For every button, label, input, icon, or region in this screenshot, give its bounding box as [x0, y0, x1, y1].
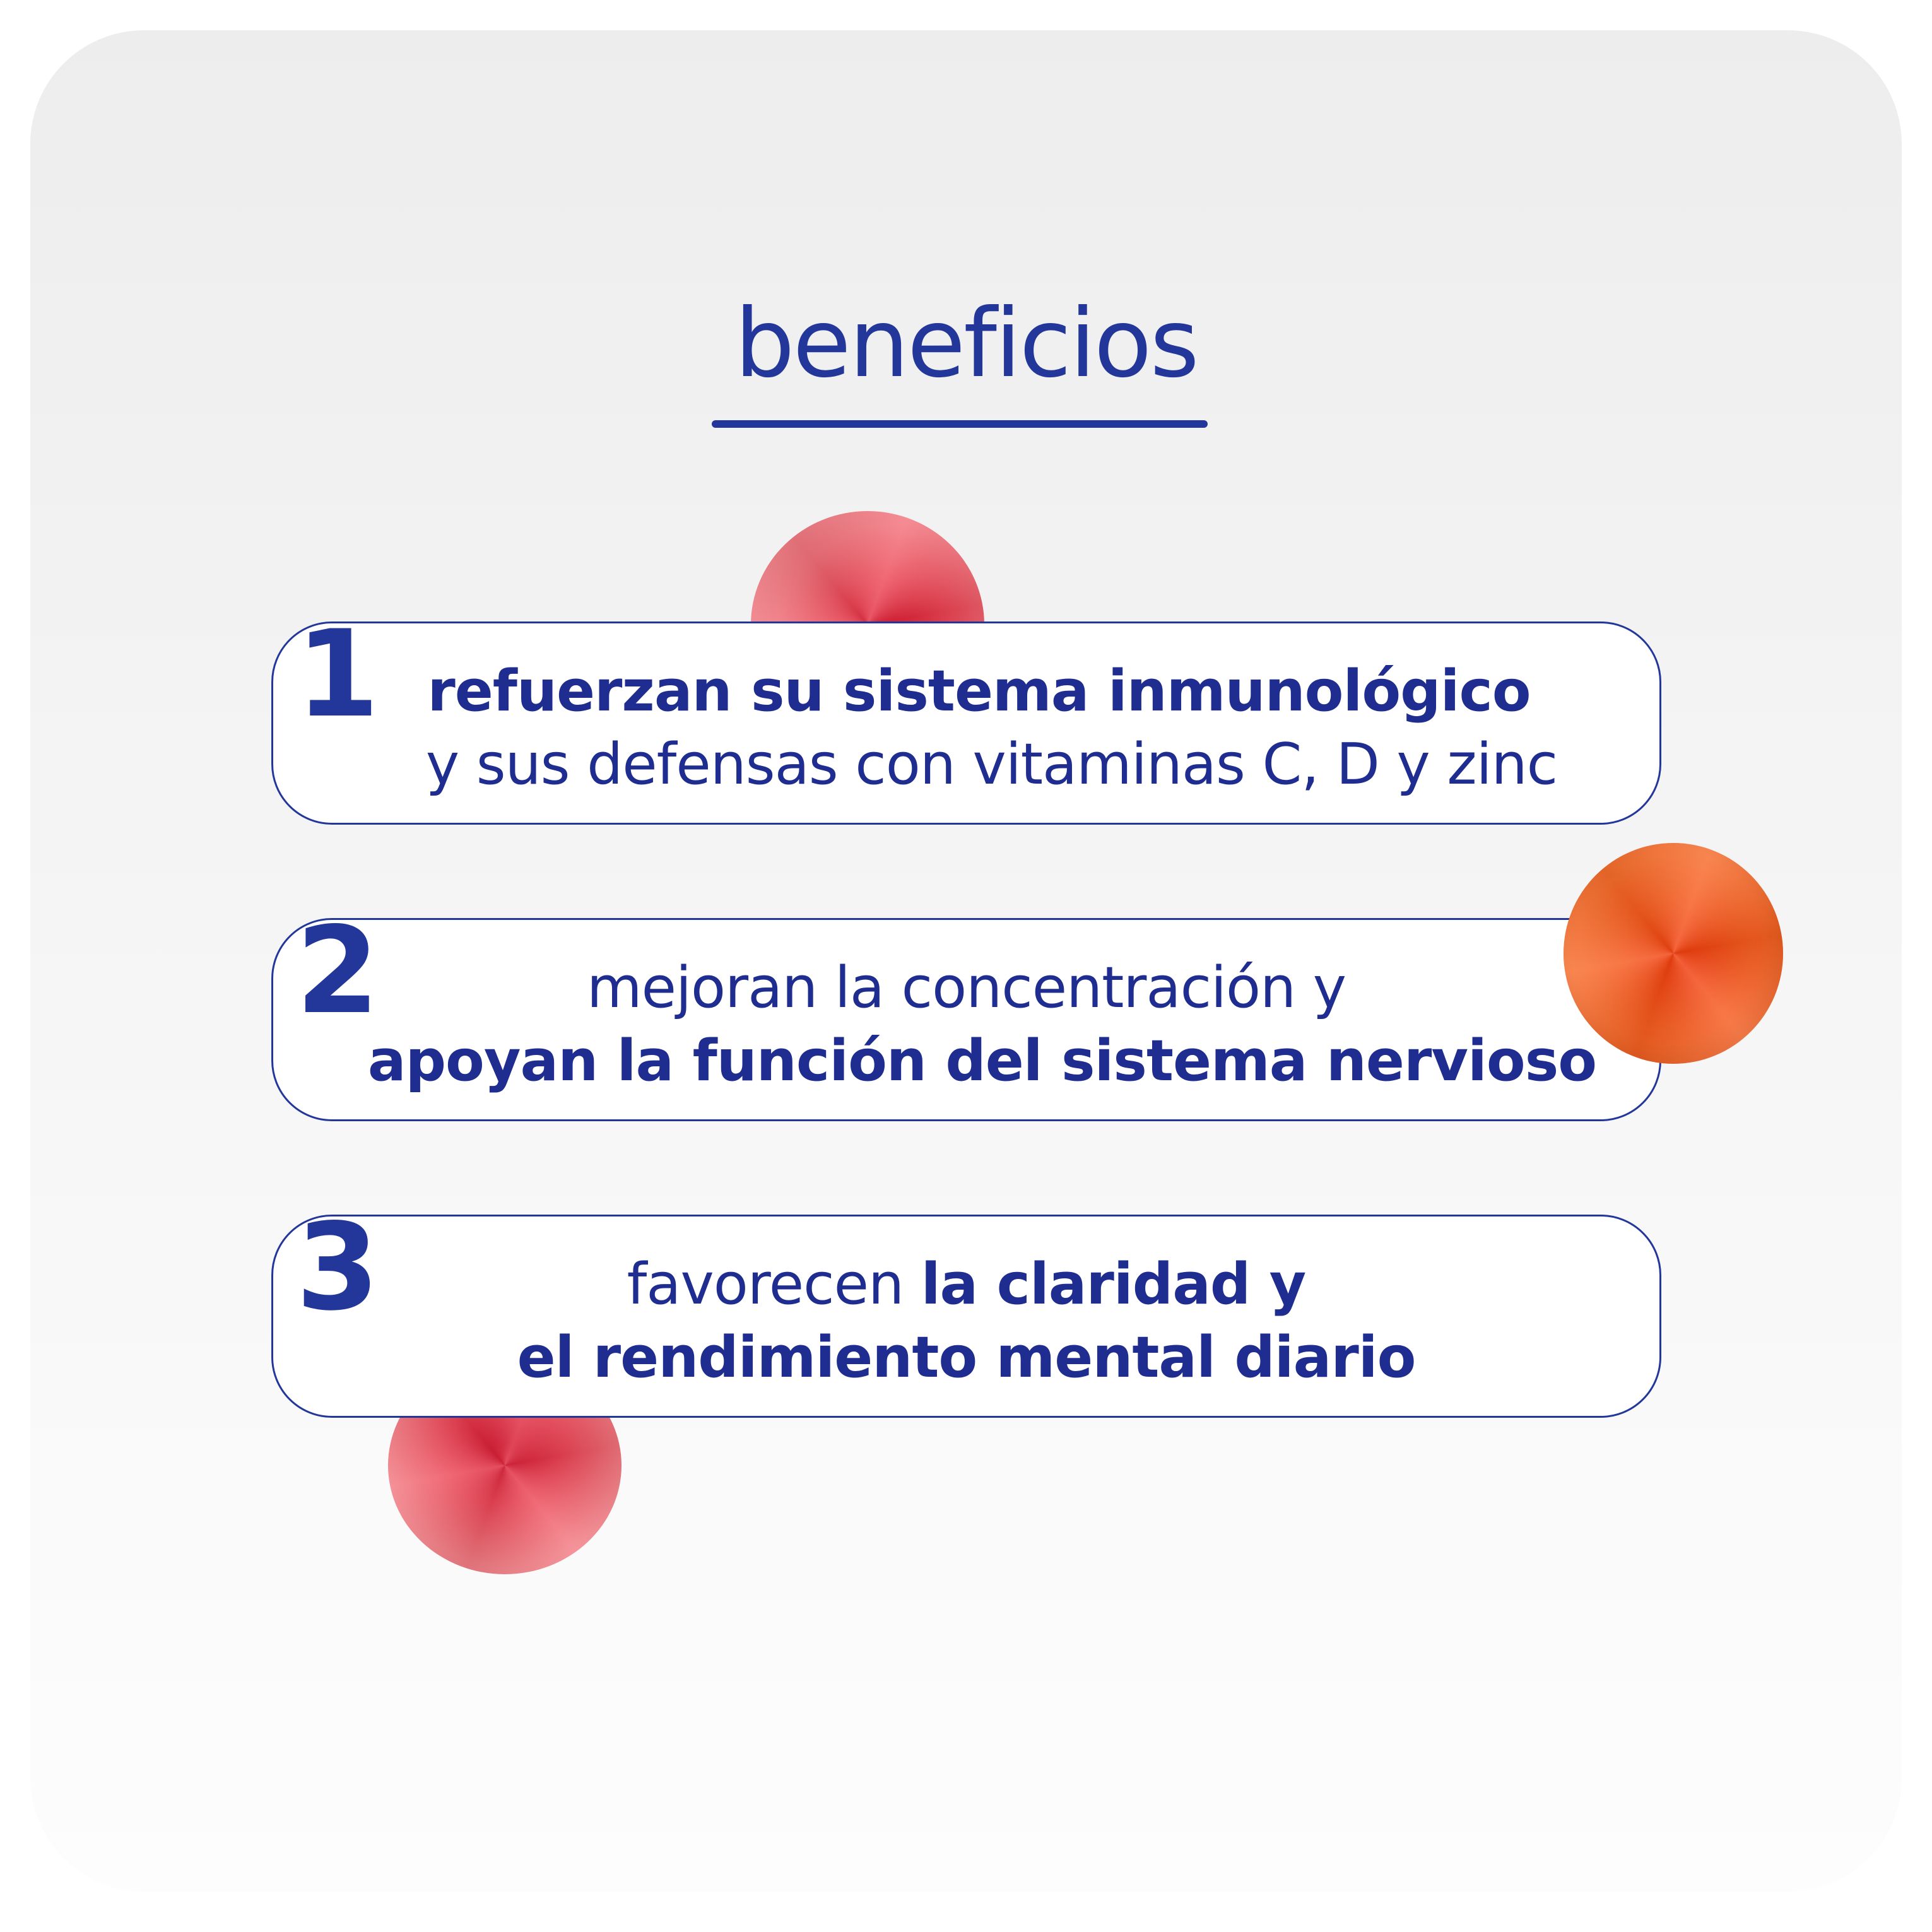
benefit-number: 3: [296, 1198, 379, 1337]
benefit-text-line: y sus defensas con vitaminas C, D y zinc: [425, 731, 1558, 798]
benefit-text-line: refuerzan su sistema inmunológico: [427, 658, 1531, 724]
benefit-number: 2: [296, 901, 379, 1040]
benefit-card-1: 1 refuerzan su sistema inmunológico y su…: [271, 615, 1661, 825]
benefit-text-line: apoyan la función del sistema nervioso: [367, 1028, 1597, 1094]
benefit-text-line: mejoran la concentración y: [586, 955, 1346, 1021]
benefit-number: 1: [296, 604, 379, 744]
orange-gummy-icon: [1564, 843, 1783, 1064]
title-underline: [712, 420, 1208, 428]
benefit-card-2: 2 mejoran la concentración y apoyan la f…: [271, 911, 1661, 1121]
benefit-text-bold: la claridad y: [921, 1251, 1307, 1317]
benefit-card-3: 3 favorecen la claridad y el rendimiento…: [271, 1208, 1661, 1418]
benefit-text-regular: favorecen: [627, 1251, 921, 1317]
page-title: beneficios: [734, 289, 1199, 399]
benefit-text-line: el rendimiento mental diario: [517, 1324, 1417, 1391]
benefit-text-line: favorecen la claridad y: [273, 1248, 1659, 1321]
